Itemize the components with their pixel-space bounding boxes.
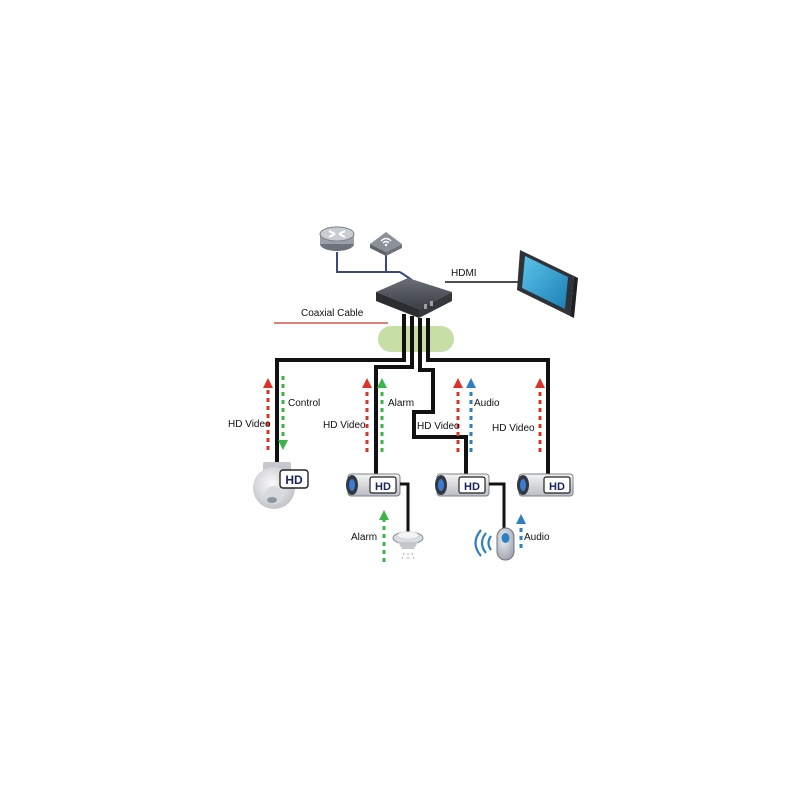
box-camera-icon: HD — [435, 473, 490, 497]
hd-badge-text: HD — [285, 473, 303, 487]
microphone-cable — [489, 482, 506, 528]
hdmi-label: HDMI — [451, 268, 477, 279]
monitor-icon — [517, 250, 578, 318]
hd-badge-text: HD — [375, 481, 391, 493]
hd-badge-text: HD — [549, 481, 565, 493]
dvr-icon — [376, 278, 452, 318]
wireless-access-point-icon — [370, 232, 402, 256]
hd-badge-text: HD — [464, 481, 480, 493]
hd-badge — [543, 476, 571, 494]
box-camera-icon: HD — [517, 473, 574, 497]
alarm-sensor-cable — [400, 482, 410, 532]
hd-video-label: HD Video — [417, 421, 460, 432]
signal-labels: HD Video Control HD Video Alarm Audio HD… — [228, 398, 550, 543]
network-links — [336, 252, 413, 281]
audio-label: Audio — [524, 532, 550, 543]
hd-badge — [279, 469, 309, 489]
hd-badge — [369, 476, 397, 494]
signal-arrows — [266, 376, 542, 562]
coaxial-cables — [275, 314, 550, 474]
ptz-dome-camera-icon: HD — [253, 462, 309, 509]
alarm-label: Alarm — [388, 398, 414, 409]
box-camera-icon: HD — [346, 473, 401, 497]
alarm-sensor-icon — [392, 531, 424, 560]
coaxial-cable-label: Coaxial Cable — [301, 308, 364, 319]
microphone-icon — [474, 527, 515, 561]
alarm-label: Alarm — [351, 532, 377, 543]
hd-badge — [458, 476, 486, 494]
control-label: Control — [288, 398, 320, 409]
coaxial-cable-highlight — [378, 326, 454, 352]
hd-video-label: HD Video — [492, 423, 535, 434]
hd-video-label: HD Video — [323, 420, 366, 431]
audio-label: Audio — [474, 398, 500, 409]
router-icon — [319, 226, 355, 251]
hd-video-label: HD Video — [228, 419, 271, 430]
arrow-heads — [263, 378, 545, 524]
